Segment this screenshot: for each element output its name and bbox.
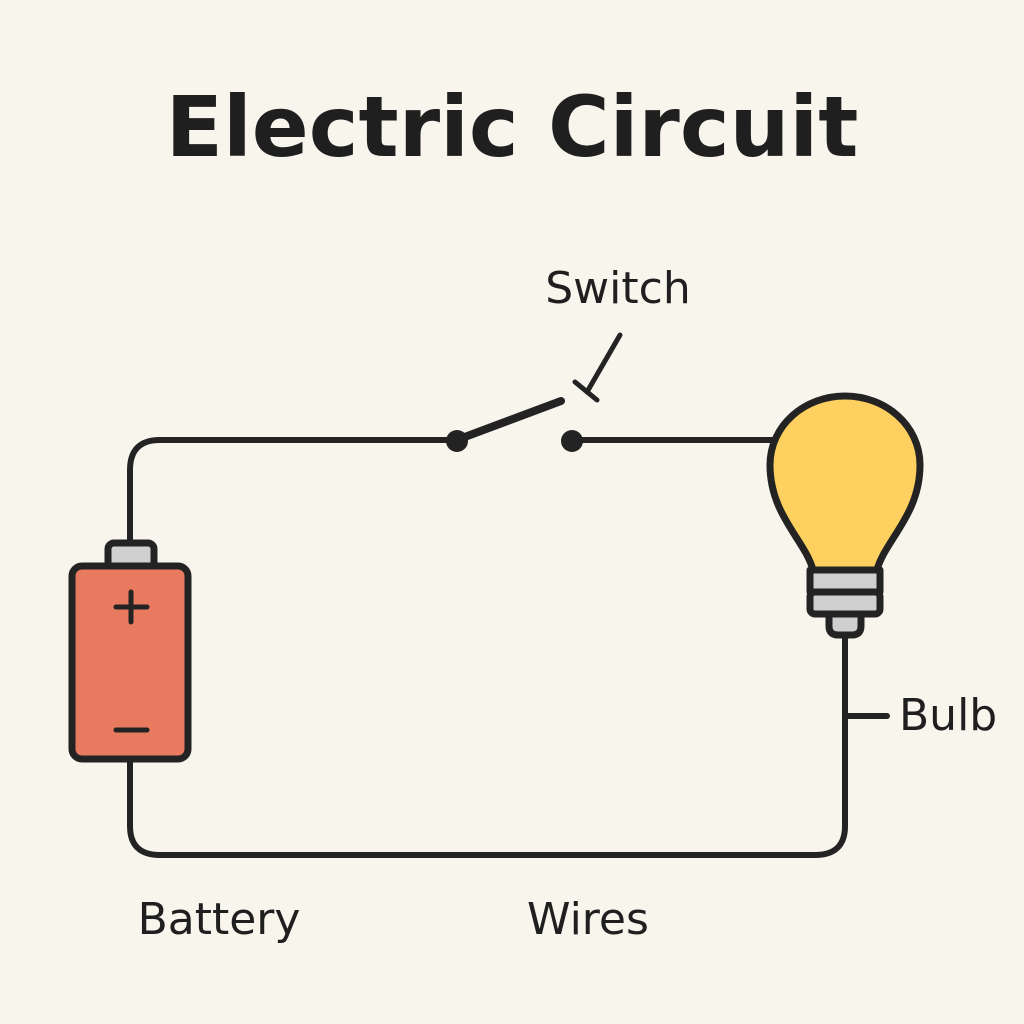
switch-pointer <box>572 332 623 403</box>
switch-icon <box>446 332 623 452</box>
diagram-title: Electric Circuit <box>166 78 859 176</box>
wires-label: Wires <box>527 894 649 945</box>
wires <box>127 437 890 858</box>
battery-icon <box>68 539 192 763</box>
bulb-tip <box>825 610 865 639</box>
switch-label: Switch <box>545 263 690 314</box>
positive-terminal-icon <box>113 589 150 625</box>
battery-body <box>68 562 192 763</box>
bulb-icon <box>766 392 924 639</box>
wire-top-left <box>127 437 460 548</box>
wire-bottom <box>127 632 848 858</box>
battery-label: Battery <box>138 894 301 945</box>
bulb-label: Bulb <box>899 690 997 741</box>
bulb-glass <box>766 392 924 574</box>
switch-contact-right <box>561 430 583 452</box>
switch-lever <box>458 397 565 442</box>
